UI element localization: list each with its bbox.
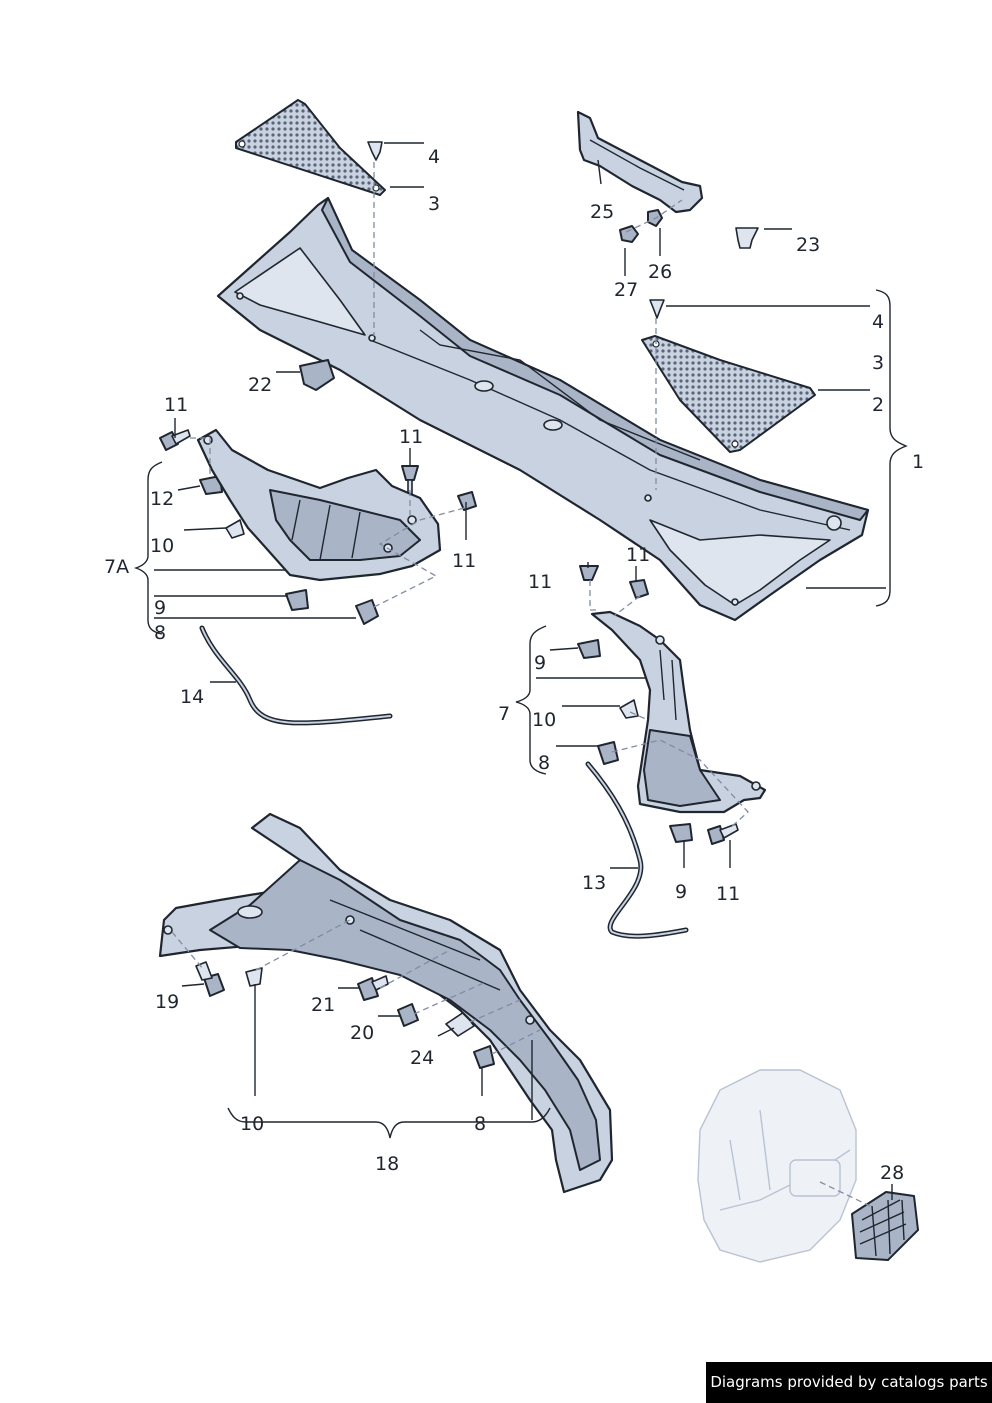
callout-20: 20 <box>350 1022 374 1044</box>
callout-4: 4 <box>872 311 884 333</box>
callout-9: 9 <box>675 881 687 903</box>
callout-3: 3 <box>428 193 440 215</box>
callout-7a: 7A <box>104 556 129 578</box>
callout-11: 11 <box>626 544 650 566</box>
callout-7: 7 <box>498 703 510 725</box>
bracket-25 <box>576 110 704 214</box>
callout-27: 27 <box>614 279 638 301</box>
callout-25: 25 <box>590 201 614 223</box>
credit-footer: Diagrams provided by catalogs parts <box>706 1362 992 1403</box>
callout-14: 14 <box>180 686 204 708</box>
callout-22: 22 <box>248 374 272 396</box>
callout-23: 23 <box>796 234 820 256</box>
leader-lines <box>154 142 893 1200</box>
hoses <box>199 625 689 939</box>
callout-10: 10 <box>150 535 174 557</box>
callout-11: 11 <box>528 571 552 593</box>
callout-1: 1 <box>912 451 924 473</box>
callout-13: 13 <box>582 872 606 894</box>
callout-2: 2 <box>872 394 884 416</box>
water-deflector-7 <box>590 610 767 814</box>
group-brackets <box>133 289 908 1139</box>
callout-10: 10 <box>240 1113 264 1135</box>
callout-10: 10 <box>532 709 556 731</box>
callout-11: 11 <box>164 394 188 416</box>
inset-view-28 <box>697 1069 919 1263</box>
callout-3: 3 <box>872 352 884 374</box>
callout-8: 8 <box>474 1113 486 1135</box>
callout-8: 8 <box>154 622 166 644</box>
callout-28: 28 <box>880 1162 904 1184</box>
callout-11: 11 <box>452 550 476 572</box>
fasteners <box>159 141 759 1069</box>
callout-21: 21 <box>311 994 335 1016</box>
callout-26: 26 <box>648 261 672 283</box>
callout-12: 12 <box>150 488 174 510</box>
callout-18: 18 <box>375 1153 399 1175</box>
callout-19: 19 <box>155 991 179 1013</box>
callout-labels: 4 3 25 26 27 23 4 3 2 1 22 11 11 11 12 1… <box>104 146 924 1184</box>
callout-11: 11 <box>399 426 423 448</box>
mesh-screen-left <box>235 99 386 196</box>
callout-11: 11 <box>716 883 740 905</box>
rail-18 <box>158 812 614 1194</box>
plenum-panel <box>216 196 870 622</box>
assembly-lines <box>171 162 871 1207</box>
callout-8: 8 <box>538 752 550 774</box>
callout-9: 9 <box>154 597 166 619</box>
callout-9: 9 <box>534 652 546 674</box>
water-deflector-7a <box>196 428 442 582</box>
mesh-screen-right <box>641 335 816 453</box>
callout-24: 24 <box>410 1047 434 1069</box>
callout-4: 4 <box>428 146 440 168</box>
